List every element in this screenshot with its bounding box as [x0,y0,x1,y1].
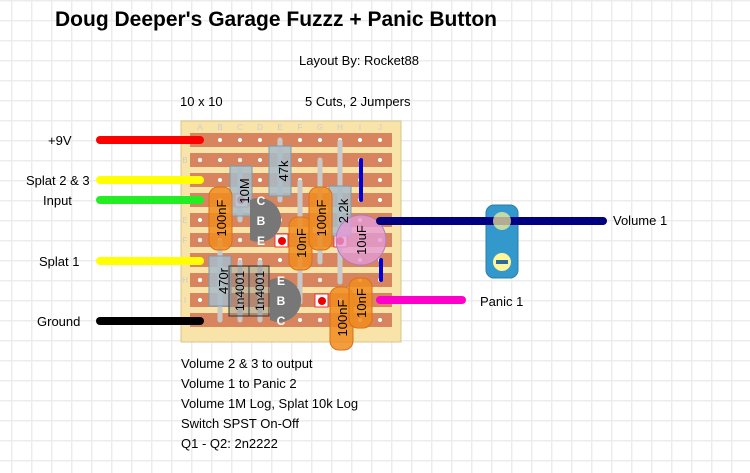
label-volume1: Volume 1 [613,213,668,228]
strip-hole [258,178,262,182]
label-splat23: Splat 2 & 3 [26,173,90,188]
resistor-470 [208,255,232,307]
resistor-47k [268,145,292,197]
cuts-jumpers: 5 Cuts, 2 Jumpers [305,94,411,109]
capacitor-10uf [335,214,387,266]
switch-lug-slot [496,260,508,264]
strip-hole [218,158,222,162]
strip-hole [378,158,382,162]
board-size: 10 x 10 [180,94,223,109]
column-label: D [257,123,263,132]
credit: Layout By: Rocket88 [299,53,419,68]
note-line: Volume 2 & 3 to output [181,356,313,371]
note-line: Switch SPST On-Off [181,416,300,431]
label-ground: Ground [37,314,81,329]
row-label: H [182,276,188,285]
strip-hole [298,138,302,142]
label-c-elec: 10uF [354,225,369,255]
label-panic1: Panic 1 [480,294,524,309]
label-d2: 1n4001 [253,271,267,311]
page-title: Doug Deeper's Garage Fuzzz + Panic Butto… [55,8,497,31]
diode-2 [248,265,270,317]
label-c5: 10nF [354,288,369,318]
column-label: G [317,123,323,132]
strip-hole [198,238,202,242]
label-c2: 10nF [294,228,309,258]
strip-hole [218,178,222,182]
label-10m: 10M [237,178,252,203]
row-label: I [184,296,186,305]
note-line: Volume 1M Log, Splat 10k Log [181,396,359,411]
label-input: Input [43,193,72,208]
strip-hole [318,318,322,322]
strip-hole [318,278,322,282]
note-line: Q1 - Q2: 2n2222 [181,436,278,451]
capacitor-10nf-2 [348,277,373,329]
q2-pin: B [277,294,286,308]
strip-hole [238,158,242,162]
column-label: B [217,123,222,132]
column-label: C [237,123,243,132]
strip-hole [278,258,282,262]
strip-hole [238,238,242,242]
transistor-q2 [270,278,302,323]
transistor-q1 [250,198,282,243]
q2-pin: E [277,274,285,288]
label-2k2: 2.2k [336,198,351,223]
strip-hole [238,138,242,142]
notes: Volume 2 & 3 to output Volume 1 to Panic… [181,354,358,454]
strip-hole [258,138,262,142]
label-47k: 47k [276,160,291,181]
strip-hole [318,138,322,142]
switch-lug [493,212,511,230]
label-470r: 470r [216,267,231,294]
strip-hole [378,178,382,182]
strip-hole [258,158,262,162]
row-label: B [182,156,187,165]
label-d1: 1n4001 [233,271,247,311]
strip-hole [358,138,362,142]
label-c4: 100nF [335,300,350,337]
label-c1: 100nF [214,200,229,237]
strip-hole [198,278,202,282]
strip-hole [218,138,222,142]
strip-hole [378,318,382,322]
strip-hole [198,158,202,162]
strip-hole [378,198,382,202]
q1-pin: E [257,234,265,248]
label-splat1: Splat 1 [39,254,80,269]
column-label: F [298,123,303,132]
strip-hole [198,298,202,302]
column-label: J [378,123,382,132]
row-label: E [182,216,187,225]
note-line: Volume 1 to Panic 2 [181,376,297,391]
column-label: I [359,123,361,132]
strip-hole [298,158,302,162]
q1-pin: B [257,214,266,228]
cut-mark [318,297,326,305]
column-label: A [197,123,203,132]
q2-pin: C [277,314,286,328]
strip-hole [198,218,202,222]
strip-hole [298,318,302,322]
column-label: H [337,123,343,132]
strip-hole [378,138,382,142]
capacitor-100nf-2 [308,186,333,251]
label-c3: 100nF [314,200,329,237]
row-label: F [183,236,188,245]
capacitor-100nf-1 [208,186,233,251]
cut-mark [278,237,286,245]
q1-pin: C [257,194,266,208]
column-label: E [277,123,282,132]
label-power: +9V [48,133,72,148]
